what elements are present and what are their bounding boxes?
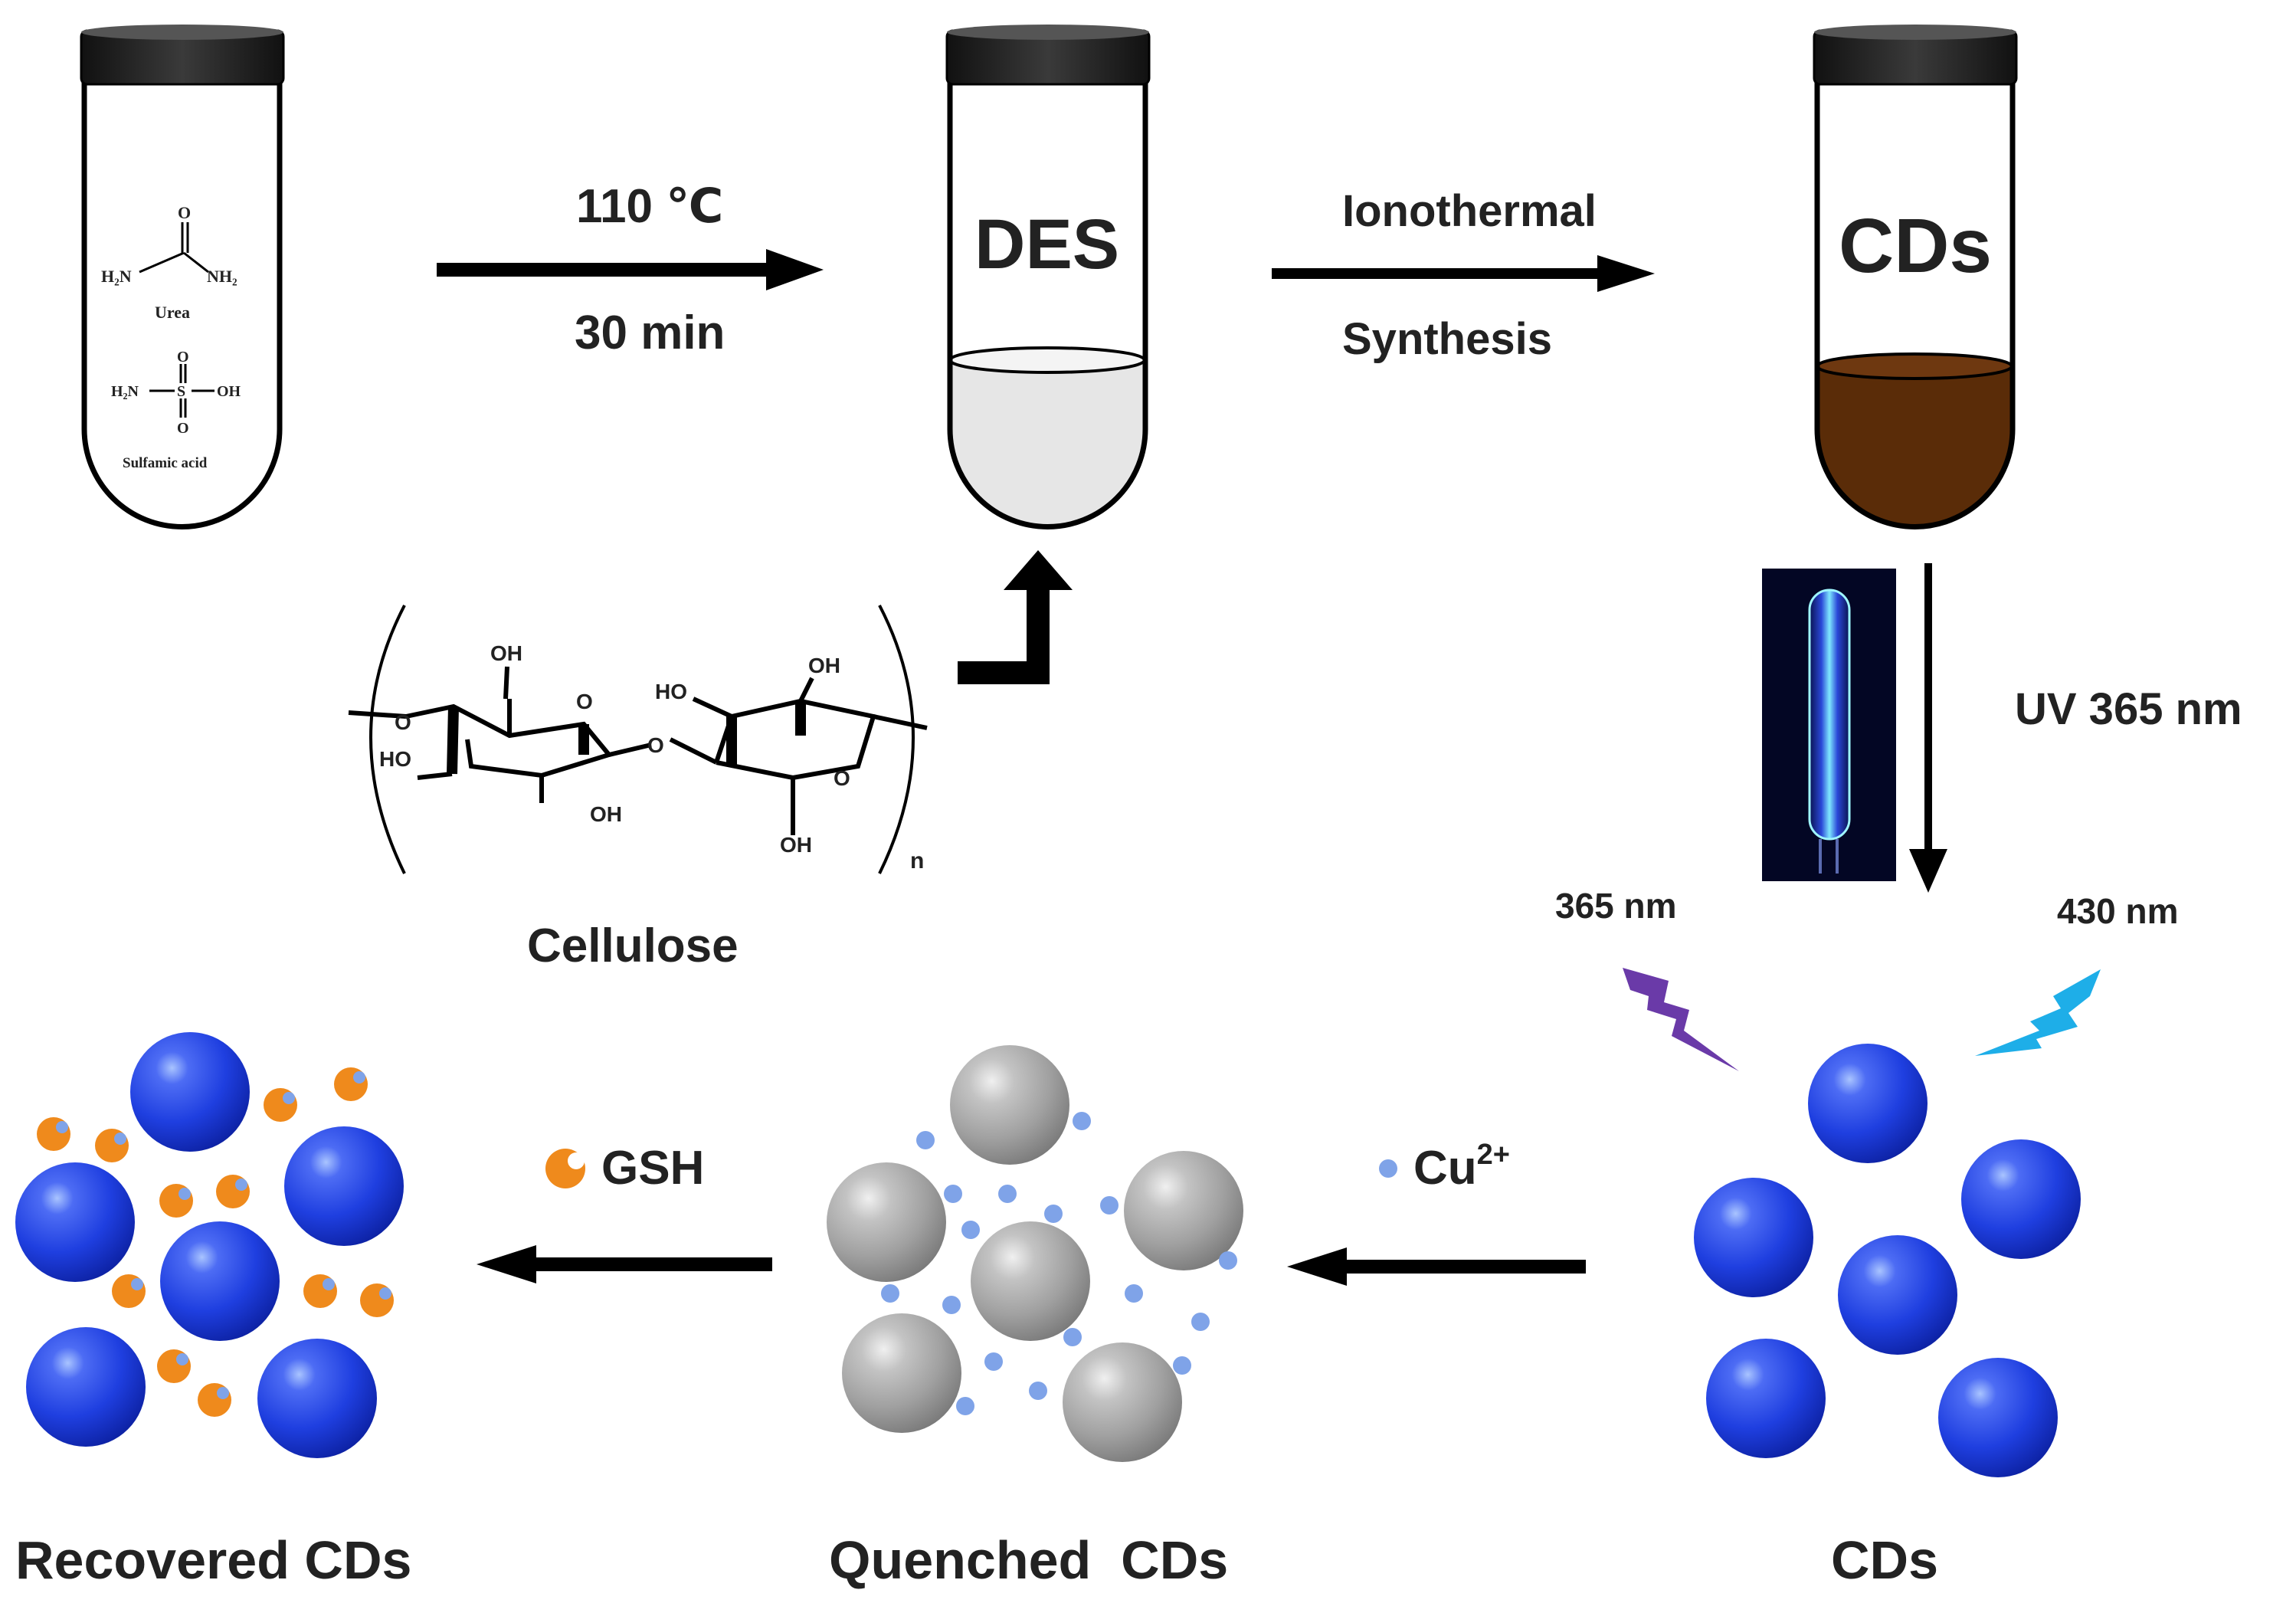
arrow-copper: Cu2+ (1287, 1139, 1586, 1286)
excitation-label: 365 nm (1555, 886, 1677, 926)
arrow-ionothermal: Ionothermal Synthesis (1272, 186, 1655, 364)
quenched-sphere (1124, 1151, 1243, 1270)
tube3-meniscus (1816, 352, 2013, 380)
tube-cds: CDs (1813, 25, 2018, 529)
gsh-molecules (37, 1067, 394, 1417)
arrow-uv: UV 365 nm (1909, 563, 2242, 893)
cd-sphere (1838, 1235, 1957, 1355)
quenched-sphere (842, 1313, 961, 1433)
gsh-label: GSH (601, 1142, 704, 1195)
cellulose-oh-bottom-left: OH (590, 802, 622, 826)
quenched-sphere (971, 1221, 1090, 1341)
sulfamic-acid-structure: O S O H₂N OH Sulfamic acid (111, 349, 241, 471)
urea-name: Urea (155, 303, 190, 322)
recovered-caption: Recovered CDs (15, 1530, 411, 1590)
arrow-gsh: GSH (477, 1142, 772, 1283)
cellulose-oh-top-left: OH (490, 641, 522, 665)
copper-label: Cu2+ (1413, 1139, 1510, 1195)
sulfamic-s: S (177, 383, 185, 400)
cu-ion-legend (1379, 1159, 1397, 1178)
repeat-n: n (910, 848, 924, 874)
cd-sphere (1938, 1358, 2058, 1477)
cd-sphere (1961, 1139, 2081, 1259)
tube3-liquid (1817, 364, 2013, 527)
cu-ions (881, 1112, 1237, 1415)
tube-des: DES (945, 25, 1151, 529)
cd-sphere (1694, 1178, 1813, 1297)
recovered-cluster: Recovered CDs (15, 1032, 411, 1590)
quenched-sphere (950, 1045, 1069, 1165)
tube2-meniscus (948, 346, 1146, 374)
heat-time: 30 min (575, 307, 725, 359)
recovered-sphere (284, 1126, 404, 1246)
cellulose-o-link: O (647, 733, 664, 757)
uv-lamp-tube (1808, 588, 1851, 841)
cds-caption: CDs (1831, 1530, 1938, 1590)
emission-bolt (1975, 969, 2101, 1056)
sulfamic-o-bottom: O (177, 420, 189, 437)
tube2-label: DES (974, 205, 1119, 284)
tube2-glass (947, 77, 1148, 529)
bracket-right (878, 605, 915, 874)
cellulose-structure: n O OH O HO OH O HO OH O OH Cellulose (348, 605, 928, 972)
urea-structure: O H₂N NH₂ Urea (101, 203, 237, 322)
tube1-cap-top (81, 25, 283, 40)
tube1-glass (81, 77, 283, 529)
cds-cluster: CDs (1694, 1044, 2081, 1590)
sulfamic-name: Sulfamic acid (123, 455, 208, 471)
cellulose-oh-top-right: OH (808, 654, 840, 677)
cd-sphere (1706, 1339, 1826, 1458)
recovered-sphere (26, 1327, 146, 1447)
heat-temperature: 110 ℃ (576, 180, 723, 233)
cellulose-name: Cellulose (527, 920, 739, 972)
uv-label: UV 365 nm (2015, 684, 2242, 734)
excitation-light: 365 nm (1555, 886, 1739, 1071)
recovered-sphere (130, 1032, 250, 1152)
quenched-cluster: Quenched CDs (827, 1045, 1243, 1590)
glucose-ring-left (405, 703, 614, 779)
recovered-sphere (257, 1339, 377, 1458)
bracket-left (369, 605, 406, 874)
arrow-heating: 110 ℃ 30 min (437, 180, 824, 359)
excitation-bolt (1623, 968, 1739, 1071)
cellulose-ho-left: HO (379, 747, 411, 771)
quenched-sphere (1063, 1342, 1182, 1462)
tube3-label: CDs (1839, 203, 1992, 289)
cellulose-ho-right: HO (655, 680, 687, 703)
tube2-liquid (950, 364, 1145, 527)
sulfamic-right: OH (217, 383, 241, 400)
cellulose-o-ring-right: O (834, 766, 850, 790)
sulfamic-o-top: O (177, 349, 189, 366)
synthesis-label: Synthesis (1342, 314, 1552, 364)
urea-right: NH₂ (207, 267, 237, 286)
cd-sphere (1808, 1044, 1928, 1163)
tube3-glass (1814, 77, 2016, 529)
recovered-sphere (15, 1162, 135, 1282)
sulfamic-left: H₂N (111, 383, 139, 400)
cellulose-oh-bottom-right: OH (780, 833, 812, 857)
ionothermal-label: Ionothermal (1342, 186, 1597, 236)
gsh-legend-icon (545, 1149, 585, 1188)
uv-lamp (1762, 569, 1896, 881)
arrow-cellulose-to-des (958, 550, 1073, 684)
urea-o: O (178, 203, 191, 222)
quenched-caption: Quenched CDs (829, 1530, 1228, 1590)
quenched-sphere (827, 1162, 946, 1282)
urea-left: H₂N (101, 267, 132, 286)
tube-precursors: O H₂N NH₂ Urea O S O H₂N OH Sulfamic aci… (80, 25, 285, 529)
recovered-sphere (160, 1221, 280, 1341)
emission-label: 430 nm (2057, 891, 2179, 931)
cellulose-o-left: O (395, 710, 411, 734)
copper-charge: 2+ (1477, 1139, 1510, 1171)
emission-light: 430 nm (1975, 891, 2179, 1056)
cellulose-o-ring-left: O (576, 690, 593, 713)
